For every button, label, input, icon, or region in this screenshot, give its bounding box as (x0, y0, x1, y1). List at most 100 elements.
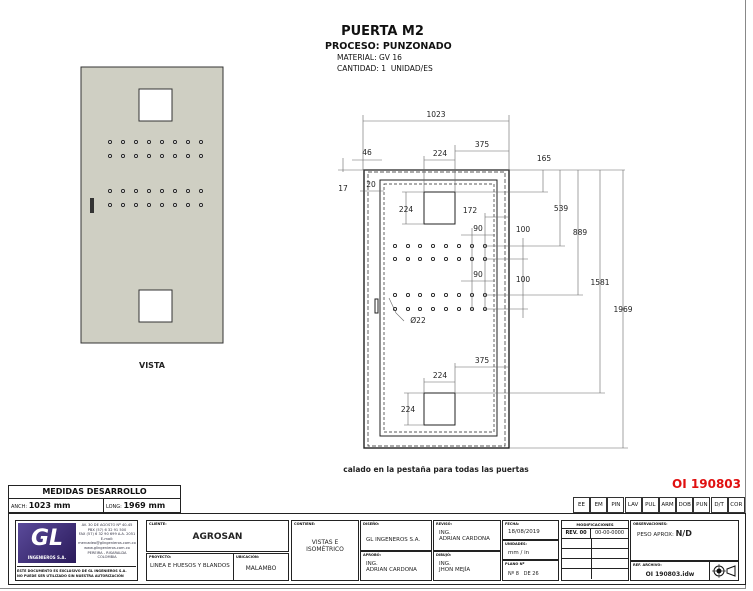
hole (186, 189, 190, 193)
dim-100-a: 100 (516, 225, 531, 234)
hole (456, 292, 462, 298)
drawn-label: DIBUJÓ: (436, 553, 452, 557)
project-cell: PROYECTO:LINEA E HUESOS Y BLANDOS (146, 553, 234, 581)
note: calado en la pestaña para todas las puer… (343, 465, 529, 474)
hole (456, 243, 462, 249)
hole (199, 189, 203, 193)
address-line: PBX (57) 6 32 91 500 (87, 527, 127, 532)
view-label: VISTA (139, 361, 166, 370)
development-length: LONG: 1969 mm (103, 498, 181, 513)
revision-date: 00-00-0000 (594, 530, 625, 536)
contains-label: CONTIENE: (294, 522, 316, 526)
hole (199, 203, 203, 207)
width-label: ANCH: (11, 504, 28, 510)
hole (417, 256, 423, 262)
dim-46: 46 (362, 148, 372, 157)
hole (147, 189, 151, 193)
client-cell: CLIENTE:AGROSAN (146, 520, 289, 552)
hole (134, 154, 138, 158)
hole (443, 292, 449, 298)
bottom-window (423, 392, 456, 426)
hole (160, 154, 164, 158)
quantity-row: CANTIDAD: 1 UNIDAD/ES (337, 64, 433, 73)
hole (108, 154, 112, 158)
hole (108, 189, 112, 193)
dim-172: 172 (463, 206, 478, 215)
hole (134, 140, 138, 144)
units-cell: UNIDADES:mm / in (502, 540, 559, 560)
address-line: www.glingenieros.com.co (84, 545, 130, 550)
process-tab: EE (573, 497, 590, 513)
reviewed-label: REVISÓ: (436, 522, 452, 526)
handle (90, 198, 94, 213)
hole (430, 243, 436, 249)
door-view: VISTA 1023 375 224 46 17 20 165 (80, 66, 633, 474)
logo-sub: INGENIEROS S.A. (27, 555, 67, 560)
disclaimer-line: NO PUEDE SER UTILIZADO SIN NUESTRA AUTOR… (17, 574, 124, 578)
process-tab: PUL (641, 497, 659, 513)
quantity-unit: UNIDAD/ES (390, 64, 433, 73)
hole (405, 256, 411, 262)
hole (405, 243, 411, 249)
quantity-value: 1 (381, 64, 387, 73)
top-window (423, 191, 456, 225)
hole (430, 306, 436, 312)
contains-line: ISOMÉTRICO (306, 546, 344, 553)
dimension-lines (338, 115, 628, 449)
observations-label: OBSERVACIONES: (633, 522, 668, 526)
drawn-cell: DIBUJÓ:ING.JHON MEJÍA (433, 551, 501, 581)
hole (160, 203, 164, 207)
top-window-cutout (138, 88, 173, 122)
hole (173, 154, 177, 158)
process-tab: ARM (659, 497, 676, 513)
hole (147, 154, 151, 158)
process-tab: DOB (676, 497, 694, 513)
design-cell: DISEÑO:GL INGENEROS S.A. (360, 520, 432, 551)
hole (392, 243, 398, 249)
hole (392, 256, 398, 262)
contains-line: VISTAS E (311, 539, 339, 546)
address-line: E-mail: mercadeo@glingenieros.com.co (78, 536, 136, 546)
dim-20: 20 (366, 180, 376, 189)
dim-224-bottom-height: 224 (401, 405, 416, 414)
hole-pattern (108, 140, 203, 207)
hole (456, 256, 462, 262)
handle-slot (374, 298, 379, 314)
disclaimer: ESTE DOCUMENTO ES EXCLUSIVO DE GL INGENI… (17, 566, 136, 579)
company-logo: GL INGENIEROS S.A. (18, 523, 76, 563)
hole (121, 140, 125, 144)
hole (173, 203, 177, 207)
weight-label: PESO APROX: (637, 532, 674, 538)
process-tab: PIN (607, 497, 625, 513)
reviewed-cell: REVISÓ:ING.ADRIAN CARDONA (433, 520, 501, 551)
hole (160, 140, 164, 144)
hole (443, 243, 449, 249)
hole (430, 292, 436, 298)
length-value: 1969 mm (123, 501, 166, 510)
design-value: GL INGENEROS S.A. (366, 537, 421, 543)
bottom-window-cutout (138, 289, 173, 323)
material-value: GV 16 (379, 53, 402, 62)
dim-1969: 1969 (613, 305, 632, 314)
hole (134, 203, 138, 207)
hole (121, 189, 125, 193)
process-tab: COR (727, 497, 745, 513)
hole (392, 292, 398, 298)
hole (160, 189, 164, 193)
material-label: MATERIAL: (337, 53, 377, 62)
projection-symbol-cell (709, 561, 739, 581)
reviewed-line: ING. (439, 530, 451, 536)
development-width: ANCH: 1023 mm (8, 498, 104, 513)
length-label: LONG: (106, 504, 122, 510)
client-label: CLIENTE: (149, 522, 167, 526)
process-label: PROCESO: PUNZONADO (325, 41, 452, 52)
dim-width: 1023 (426, 110, 445, 119)
hole (147, 140, 151, 144)
dim-539: 539 (554, 204, 569, 213)
date-cell: FECHA:18/08/2019 (502, 520, 559, 540)
hole (121, 154, 125, 158)
drawing-title: PUERTA M2 (341, 24, 424, 39)
logo-text: GL (30, 526, 64, 551)
